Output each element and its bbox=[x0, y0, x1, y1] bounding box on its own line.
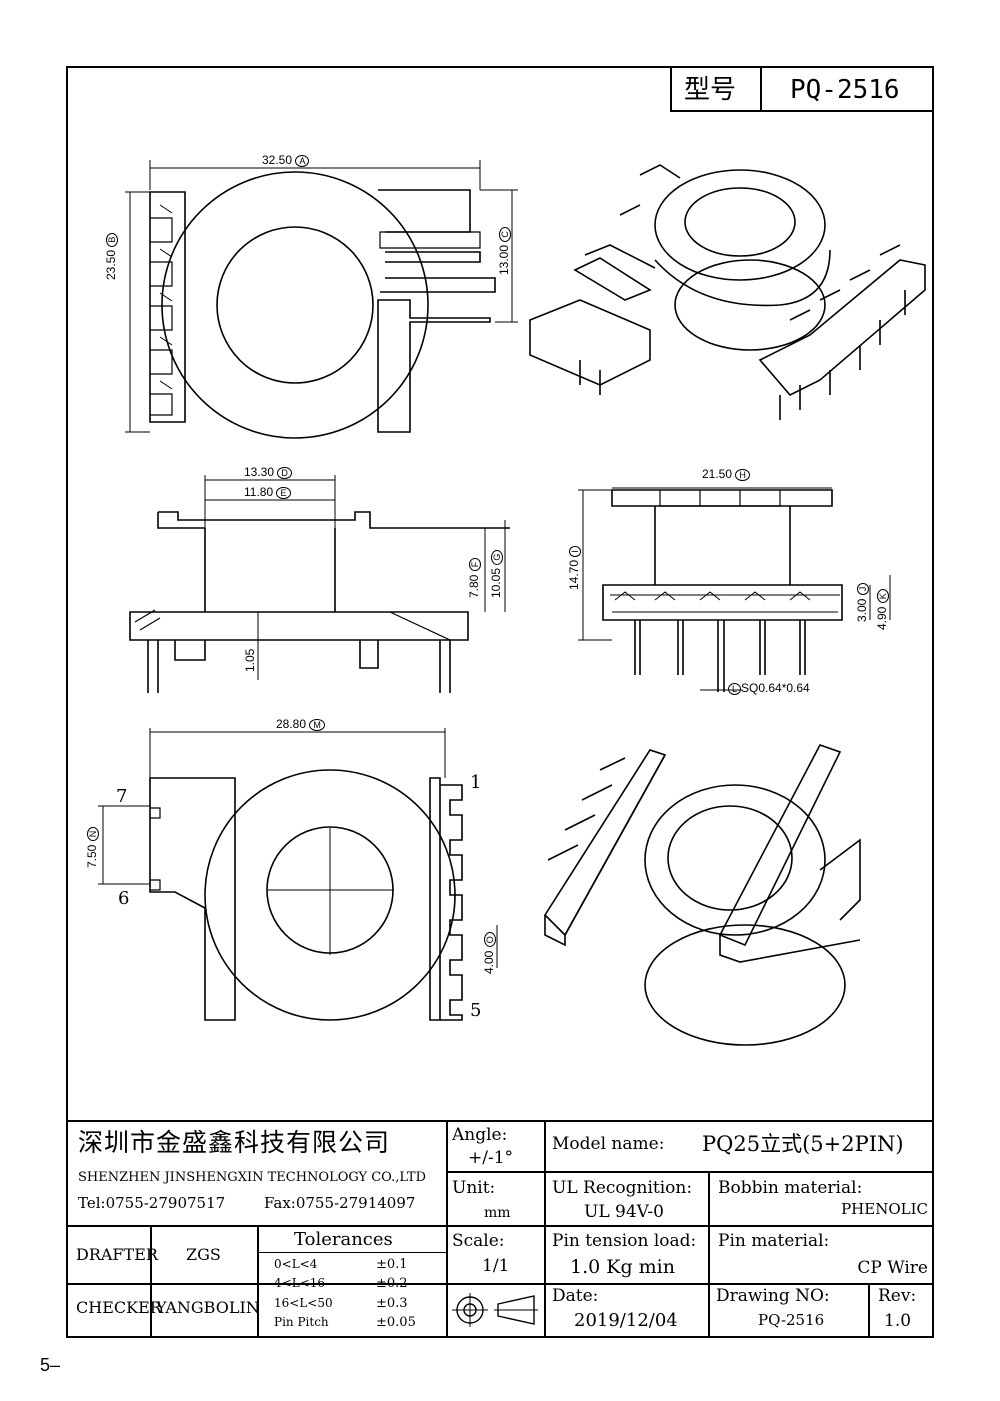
pin-tension-value: 1.0 Kg min bbox=[570, 1256, 675, 1278]
tolerance-value: ±0.3 bbox=[376, 1296, 408, 1311]
header-divider bbox=[760, 66, 762, 112]
checker-label: CHECKER bbox=[76, 1298, 162, 1317]
tolerance-value: ±0.05 bbox=[376, 1315, 416, 1330]
pin-label-1: 1 bbox=[470, 772, 482, 793]
tolerance-value: ±0.1 bbox=[376, 1257, 408, 1272]
tolerance-range: 4<L<16 bbox=[274, 1276, 325, 1290]
bobbin-label: Bobbin material: bbox=[718, 1178, 863, 1198]
isometric-view-bottom bbox=[543, 744, 861, 1046]
pin-material-label: Pin material: bbox=[718, 1231, 830, 1251]
dim-j: 3.00 J bbox=[855, 582, 869, 622]
drafter-label: DRAFTER bbox=[76, 1245, 158, 1264]
dim-b: 23.50 B bbox=[104, 232, 118, 280]
rev-label: Rev: bbox=[878, 1286, 917, 1306]
dim-m: 28.80 M bbox=[276, 718, 325, 731]
drawing-frame bbox=[66, 66, 934, 1338]
unit-value: mm bbox=[484, 1205, 511, 1221]
tolerances-title: Tolerances bbox=[294, 1229, 393, 1250]
model-name-label: Model name: bbox=[552, 1134, 665, 1154]
side-view bbox=[578, 487, 891, 692]
rev-value: 1.0 bbox=[884, 1311, 912, 1331]
checker-value: YANGBOLIN bbox=[156, 1298, 260, 1317]
drafter-value: ZGS bbox=[186, 1245, 221, 1264]
dim-base: 1.05 bbox=[243, 648, 257, 672]
dim-g: 10.05 G bbox=[489, 549, 503, 598]
dim-h: 21.50 H bbox=[702, 468, 750, 481]
tolerance-value: ±0.2 bbox=[376, 1276, 408, 1291]
isometric-view-top bbox=[529, 164, 926, 420]
page-number: 5– bbox=[40, 1355, 61, 1375]
pin-label-7: 7 bbox=[116, 786, 128, 807]
scale-value: 1/1 bbox=[482, 1256, 510, 1276]
tolerance-range: 0<L<4 bbox=[274, 1257, 318, 1271]
bottom-view bbox=[98, 728, 498, 1021]
pin-tension-label: Pin tension load: bbox=[552, 1231, 697, 1251]
technical-drawing bbox=[98, 160, 926, 1046]
tolerance-range: 16<L<50 bbox=[274, 1296, 333, 1310]
dim-o: 4.00 O bbox=[482, 932, 496, 974]
model-name-value: PQ25立式(5+2PIN) bbox=[702, 1132, 904, 1156]
angle-label: Angle: bbox=[452, 1125, 508, 1145]
company-name-en: SHENZHEN JINSHENGXIN TECHNOLOGY CO.,LTD bbox=[78, 1170, 426, 1185]
front-view bbox=[129, 475, 510, 693]
dim-k: 4.90 K bbox=[875, 589, 889, 630]
date-value: 2019/12/04 bbox=[574, 1310, 678, 1331]
company-name-cn: 深圳市金盛鑫科技有限公司 bbox=[78, 1128, 391, 1157]
bobbin-value: PHENOLIC bbox=[841, 1200, 928, 1218]
pin-label-5: 5 bbox=[470, 1000, 482, 1021]
drawing-no-label: Drawing NO: bbox=[716, 1286, 830, 1306]
tolerance-range: Pin Pitch bbox=[274, 1315, 329, 1329]
company-tel: Tel:0755-27907517 bbox=[78, 1194, 226, 1212]
dim-c: 13.00 C bbox=[497, 227, 511, 275]
dim-n: 7.50 N bbox=[85, 826, 99, 868]
company-fax: Fax:0755-27914097 bbox=[264, 1194, 416, 1212]
dim-e: 11.80 E bbox=[244, 486, 291, 499]
date-label: Date: bbox=[552, 1286, 599, 1306]
dim-i: 14.70 I bbox=[567, 546, 581, 590]
dim-f: 7.80 F bbox=[467, 557, 481, 598]
drawing-no-value: PQ-2516 bbox=[758, 1311, 825, 1329]
type-label: 型号 bbox=[684, 75, 737, 105]
pin-label-6: 6 bbox=[118, 888, 130, 909]
pin-material-value: CP Wire bbox=[857, 1258, 928, 1278]
model-number: PQ-2516 bbox=[790, 75, 900, 105]
unit-label: Unit: bbox=[452, 1178, 496, 1198]
scale-label: Scale: bbox=[452, 1231, 505, 1251]
model-header-box bbox=[670, 66, 934, 112]
ul-value: UL 94V-0 bbox=[584, 1202, 664, 1222]
top-view bbox=[125, 160, 518, 439]
angle-value: +/-1° bbox=[468, 1148, 514, 1168]
ul-label: UL Recognition: bbox=[552, 1178, 693, 1198]
projection-symbol-icon bbox=[452, 1293, 538, 1327]
dim-a: 32.50 A bbox=[262, 154, 310, 167]
dim-d: 13.30 D bbox=[244, 466, 292, 479]
